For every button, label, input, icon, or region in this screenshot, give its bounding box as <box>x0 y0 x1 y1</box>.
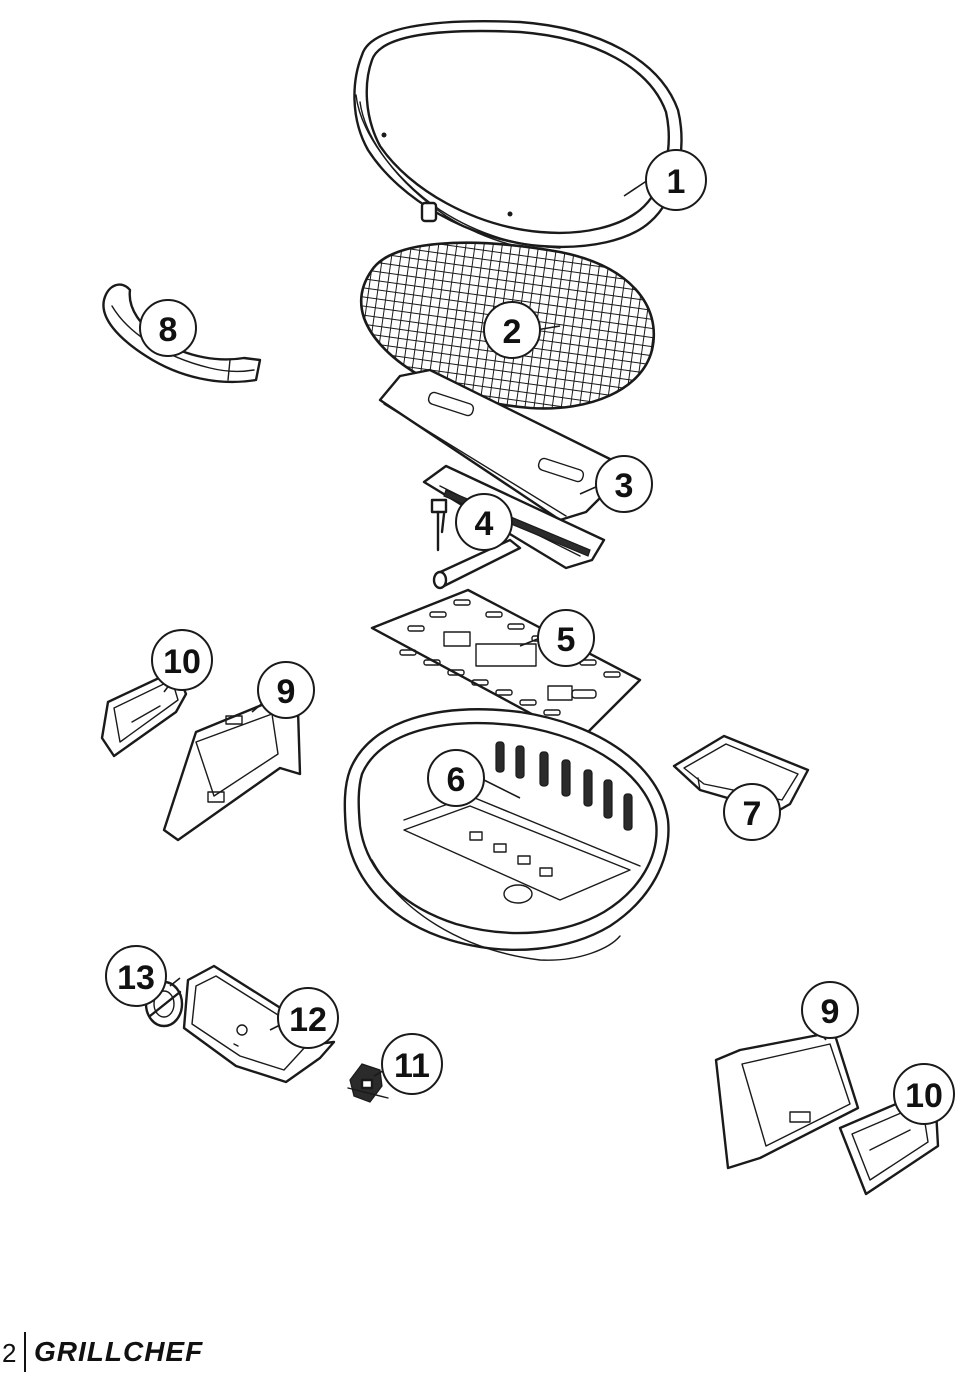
callout-1-label: 1 <box>667 163 686 201</box>
callout-3-label: 3 <box>615 467 634 505</box>
callout-10-left: 10 <box>151 629 213 691</box>
part-lid <box>353 19 683 253</box>
callout-13: 13 <box>105 945 167 1007</box>
part-grease-tray <box>672 734 810 814</box>
part-drip-plate <box>370 588 642 742</box>
callout-9-right-label: 9 <box>821 993 840 1031</box>
callout-11-label: 11 <box>394 1047 430 1085</box>
part-firebox <box>343 708 670 961</box>
callout-7-label: 7 <box>743 795 762 833</box>
callout-5: 5 <box>537 609 595 667</box>
callout-8-label: 8 <box>159 311 178 349</box>
page-footer: 2 GRILLCHEF <box>0 1328 300 1372</box>
part-valve <box>347 1063 389 1103</box>
callout-12-label: 12 <box>289 1001 327 1039</box>
callout-9-left-label: 9 <box>277 673 296 711</box>
callout-2: 2 <box>483 301 541 359</box>
callout-9-left: 9 <box>257 661 315 719</box>
part-handle <box>102 283 262 384</box>
callout-10-left-label: 10 <box>163 643 201 681</box>
footer-divider <box>24 1332 26 1372</box>
page-number: 2 <box>2 1338 17 1368</box>
callout-10-right-label: 10 <box>905 1077 943 1115</box>
callout-10-right: 10 <box>893 1063 955 1125</box>
callout-12: 12 <box>277 987 339 1049</box>
callout-4-label: 4 <box>475 505 494 543</box>
callout-6-label: 6 <box>447 761 466 799</box>
part-side-shelf-left <box>162 698 302 842</box>
callout-2-label: 2 <box>503 313 522 351</box>
callout-3: 3 <box>595 455 653 513</box>
callout-1: 1 <box>645 149 707 211</box>
brand-logo: GRILLCHEF <box>34 1336 204 1367</box>
callout-9-right: 9 <box>801 981 859 1039</box>
part-control-panel <box>182 964 336 1084</box>
callout-4: 4 <box>455 493 513 551</box>
callout-13-label: 13 <box>117 959 155 997</box>
callout-5-label: 5 <box>557 621 576 659</box>
callout-11: 11 <box>381 1033 443 1095</box>
callout-7: 7 <box>723 783 781 841</box>
callout-8: 8 <box>139 299 197 357</box>
callout-6: 6 <box>427 749 485 807</box>
part-side-shelf-right <box>714 1030 860 1170</box>
